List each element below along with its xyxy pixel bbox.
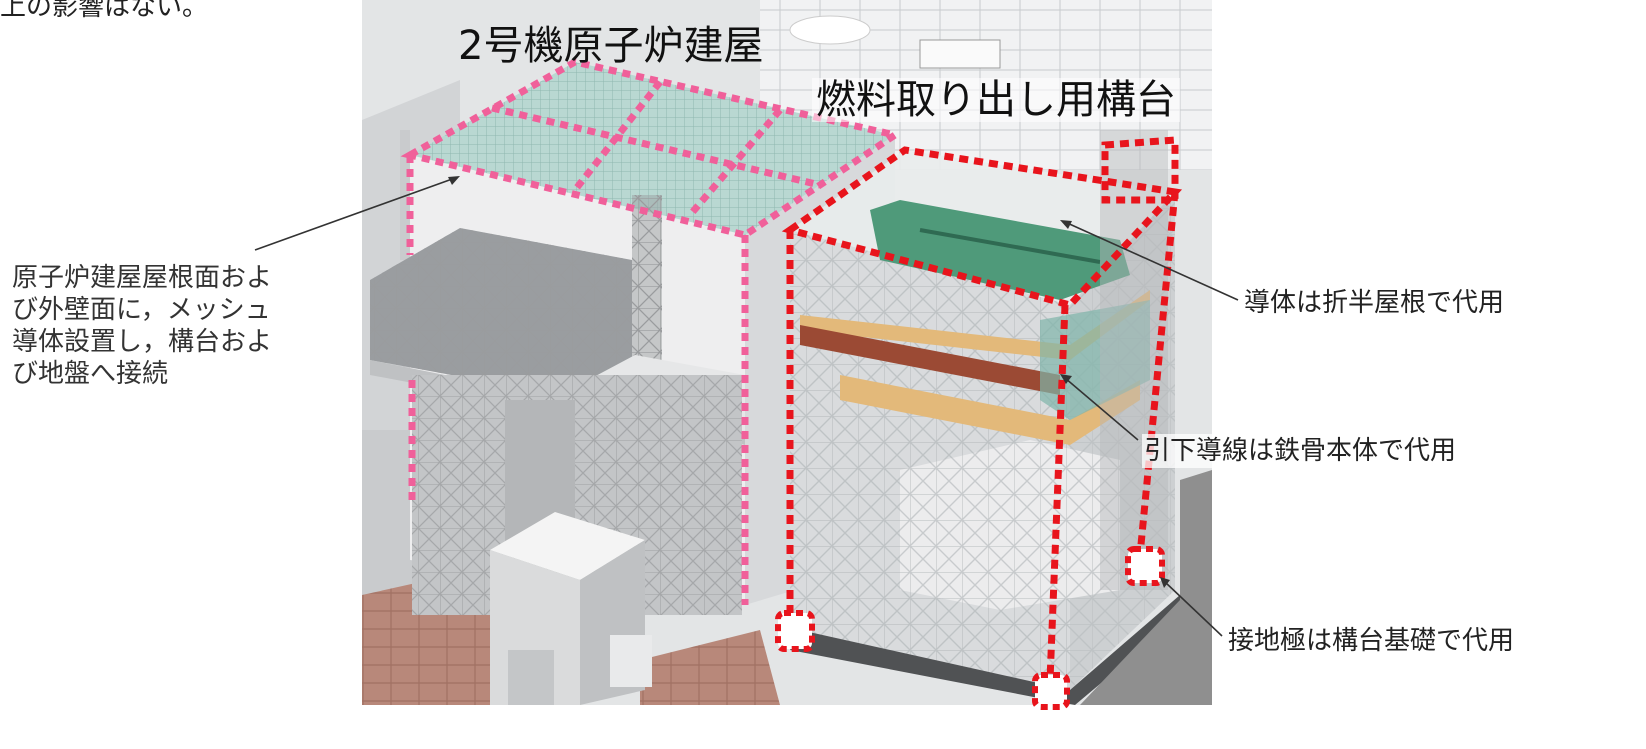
- reactor-building-title: 2号機原子炉建屋: [458, 23, 764, 69]
- mesh-conductor-description: 原子炉建屋屋根面およ び外壁面に，メッシュ 導体設置し，構台およ び地盤へ接続: [12, 262, 272, 390]
- description-line: び地盤へ接続: [12, 359, 169, 389]
- leader-arrowheads: [448, 176, 1170, 588]
- down-lead-callout: 引下導線は鉄骨本体で代用: [1142, 434, 1459, 468]
- ground-electrode-markers: [775, 546, 1165, 710]
- description-line: 導体設置し，構台およ: [12, 327, 273, 357]
- pink-mesh-outline: [400, 58, 904, 605]
- conductor-callout: 導体は折半屋根で代用: [1244, 288, 1505, 318]
- description-line: び外壁面に，メッシュ: [12, 295, 271, 325]
- brick-ground-2: [640, 630, 780, 705]
- top-note: 上の影響はない。: [0, 0, 209, 22]
- utility-building: [490, 512, 652, 705]
- red-platform-outline: [781, 136, 1183, 681]
- gravel-ground: [1080, 470, 1212, 705]
- ground-electrode-callout: 接地極は構台基礎で代用: [1228, 626, 1515, 656]
- fuel-platform-title: 燃料取り出し用構台: [812, 78, 1180, 122]
- fuel-platform: [790, 130, 1200, 705]
- leader-lines: [254, 177, 1239, 637]
- description-line: 原子炉建屋屋根面およ: [12, 263, 273, 293]
